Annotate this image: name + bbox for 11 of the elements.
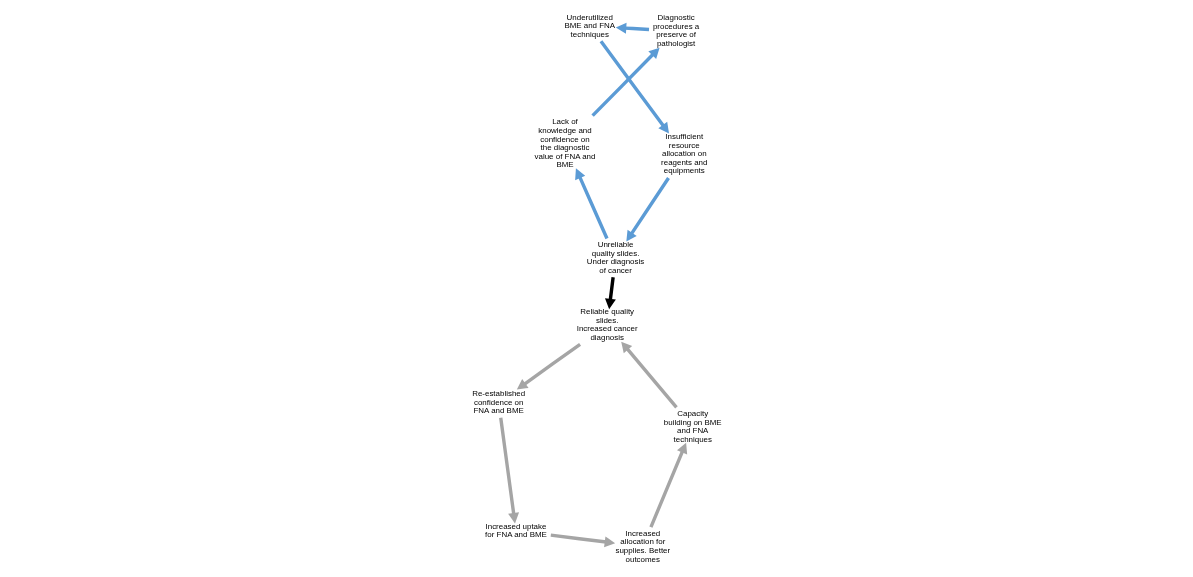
arrow <box>550 533 615 548</box>
arrow <box>590 47 660 117</box>
arrow <box>615 22 649 34</box>
arrow <box>625 177 670 242</box>
arrow <box>516 342 581 390</box>
arrow <box>599 40 669 134</box>
arrow <box>498 417 519 524</box>
arrow <box>604 277 616 310</box>
arrow <box>648 442 687 528</box>
arrow <box>574 168 609 240</box>
arrow <box>620 341 678 409</box>
